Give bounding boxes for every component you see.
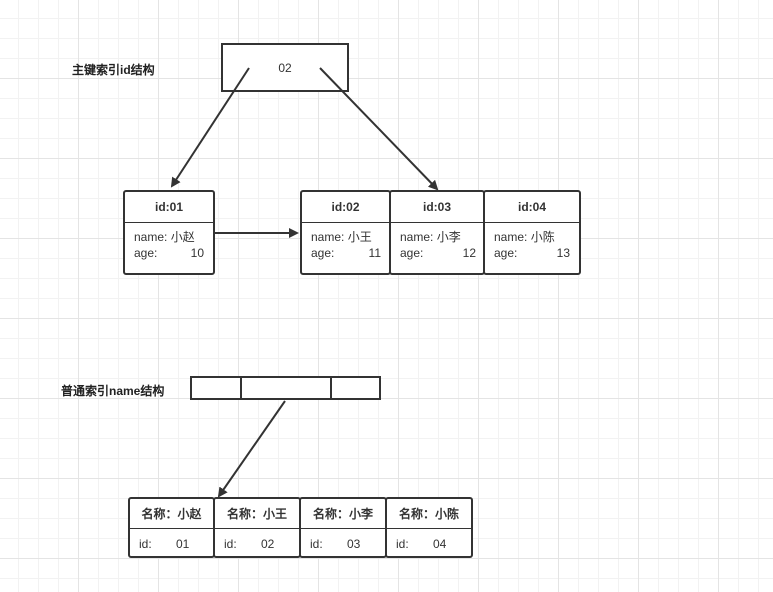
id-key: id: <box>139 537 152 551</box>
arrow-secondary-node-to-record-1 <box>217 400 286 498</box>
age-value: 12 <box>462 246 476 260</box>
record-id: id:03 <box>391 192 483 223</box>
name-key: name: <box>311 230 345 244</box>
age-value: 10 <box>190 246 204 260</box>
name-key: 名称： <box>312 507 349 521</box>
name-value: 小王 <box>347 230 372 244</box>
primary-root-node: 02 <box>221 43 349 92</box>
id-value: 03 <box>347 537 361 551</box>
age-key: age: <box>311 246 335 260</box>
secondary-record-4: 名称：小陈 id: 04 <box>385 497 473 558</box>
name-value: 小王 <box>263 507 288 521</box>
primary-index-label: 主键索引id结构 <box>72 63 155 77</box>
id-key: id: <box>224 537 237 551</box>
name-value: 小陈 <box>435 507 460 521</box>
id-key: id: <box>310 537 323 551</box>
name-value: 小陈 <box>530 230 555 244</box>
id-value: 04 <box>433 537 447 551</box>
record-id: id:02 <box>302 192 389 223</box>
name-key: 名称： <box>398 507 435 521</box>
secondary-node-cell-2 <box>240 376 332 400</box>
name-value: 小李 <box>349 507 374 521</box>
name-key: name: <box>494 230 528 244</box>
secondary-record-2: 名称：小王 id: 02 <box>213 497 301 558</box>
age-value: 11 <box>368 246 381 260</box>
secondary-index-label: 普通索引name结构 <box>61 384 165 398</box>
age-key: age: <box>494 246 518 260</box>
arrow-root-to-record-03 <box>319 67 439 191</box>
secondary-node-cell-3 <box>330 376 381 400</box>
name-value: 小李 <box>436 230 461 244</box>
name-key: name: <box>134 230 168 244</box>
name-key: 名称： <box>226 507 263 521</box>
id-value: 01 <box>176 537 190 551</box>
age-key: age: <box>400 246 424 260</box>
arrow-root-to-record-01 <box>170 67 250 188</box>
id-key: id: <box>396 537 409 551</box>
age-key: age: <box>134 246 158 260</box>
name-value: 小赵 <box>170 230 195 244</box>
name-value: 小赵 <box>177 507 202 521</box>
record-id: id:01 <box>125 192 213 223</box>
age-value: 13 <box>556 246 570 260</box>
primary-record-04: id:04 name: 小陈 age: 13 <box>483 190 581 275</box>
name-key: 名称： <box>141 507 178 521</box>
name-key: name: <box>400 230 434 244</box>
root-key: 02 <box>278 60 292 75</box>
primary-record-02: id:02 name: 小王 age: 11 <box>300 190 391 275</box>
record-id: id:04 <box>485 192 579 223</box>
primary-record-01: id:01 name: 小赵 age: 10 <box>123 190 215 275</box>
id-value: 02 <box>261 537 275 551</box>
